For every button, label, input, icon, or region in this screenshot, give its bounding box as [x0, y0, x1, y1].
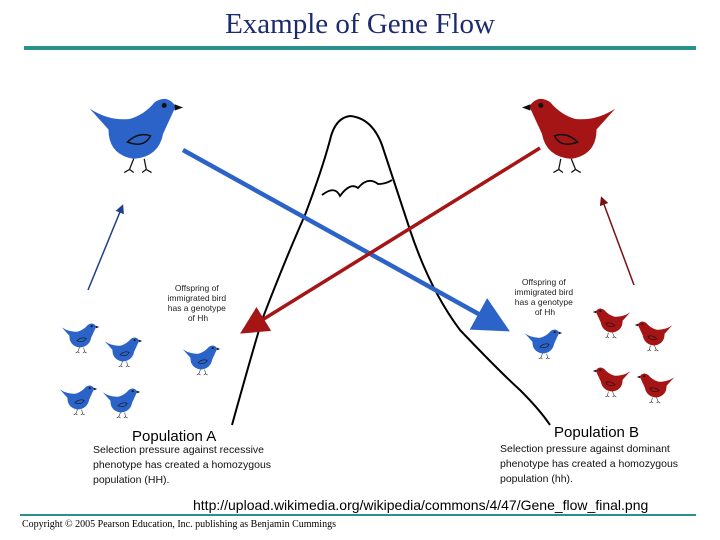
red-lineage-arrow [599, 196, 635, 286]
pop-a-bird [59, 385, 98, 416]
adult-red-bird [521, 98, 617, 174]
source-url: http://upload.wikimedia.org/wikipedia/co… [193, 497, 649, 513]
footer-divider [20, 514, 696, 516]
population-a-label: Population A [132, 428, 216, 445]
population-b-birds [524, 308, 675, 404]
pop-a-bird [61, 323, 100, 354]
population-a-birds [59, 323, 221, 419]
offspring-bird-b [524, 329, 563, 360]
copyright-notice: Copyright © 2005 Pearson Education, Inc.… [22, 519, 336, 530]
pop-a-bird [104, 337, 143, 368]
pop-a-bird [102, 388, 141, 419]
pop-b-bird [636, 373, 675, 404]
title-divider [24, 46, 696, 50]
offspring-note-left: Offspring of immigrated bird has a genot… [168, 283, 229, 323]
mountain-snowline [321, 179, 393, 198]
pop-b-bird [634, 321, 673, 352]
blue-lineage-arrow [87, 204, 124, 291]
mountain-outline [231, 114, 551, 426]
population-b-description: Selection pressure against dominant phen… [500, 443, 681, 485]
pop-b-bird [592, 367, 631, 398]
offspring-note-right: Offspring of immigrated bird has a genot… [515, 277, 576, 317]
population-b-label: Population B [554, 424, 639, 441]
slide-title: Example of Gene Flow [225, 8, 495, 40]
adult-blue-bird [88, 98, 184, 174]
population-a-description: Selection pressure against recessive phe… [93, 444, 274, 486]
offspring-bird-a [182, 345, 221, 376]
blue-gene-flow-arrow [181, 148, 510, 332]
red-gene-flow-arrow [240, 146, 541, 334]
pop-b-bird [592, 308, 631, 339]
